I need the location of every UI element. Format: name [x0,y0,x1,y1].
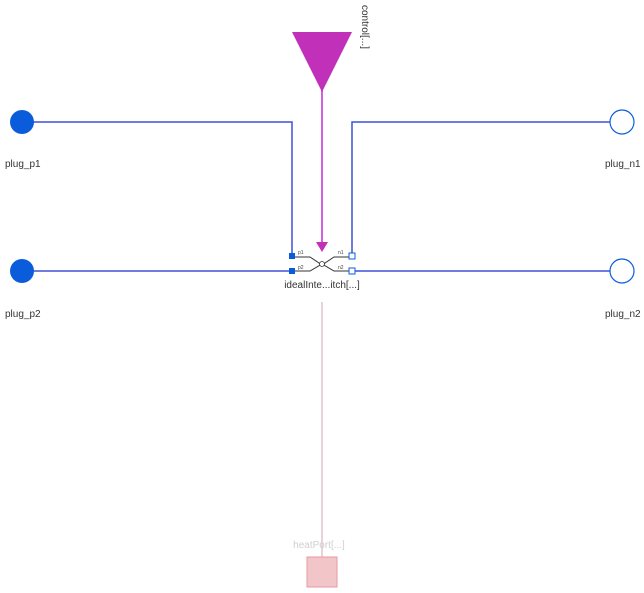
pin-p2-label: p2 [298,265,304,271]
control-input-icon[interactable] [292,32,352,92]
pin-n1-icon[interactable] [348,252,356,260]
switch-component[interactable]: p1 p2 n1 n2 idealInte...itch[...] [284,242,360,291]
switch-label: idealInte...itch[...] [284,280,360,291]
plug-n1-label: plug_n1 [605,159,641,170]
pin-p1-icon[interactable] [289,253,295,259]
pin-p2-icon[interactable] [289,268,295,274]
switch-pivot-icon [319,261,325,267]
heat-port-icon[interactable] [306,556,338,588]
wire-plug-p1[interactable] [22,121,293,256]
control-label: control[...] [359,5,370,49]
plug-p1-icon[interactable] [10,110,34,134]
plug-p2-label: plug_p2 [5,309,41,320]
pin-n2-icon[interactable] [348,267,356,275]
heat-port-label: heatPort[...] [293,540,345,551]
switch-control-arrow-icon [316,242,328,252]
plug-n2-icon[interactable] [609,258,635,284]
pin-p1-label: p1 [298,250,304,256]
plug-p2-icon[interactable] [10,259,34,283]
plug-n1-icon[interactable] [609,109,635,135]
pin-n1-label: n1 [338,250,344,256]
wire-plug-n1[interactable] [351,121,622,256]
plug-n2-label: plug_n2 [605,309,641,320]
pin-n2-label: n2 [338,265,344,271]
plug-p1-label: plug_p1 [5,159,41,170]
